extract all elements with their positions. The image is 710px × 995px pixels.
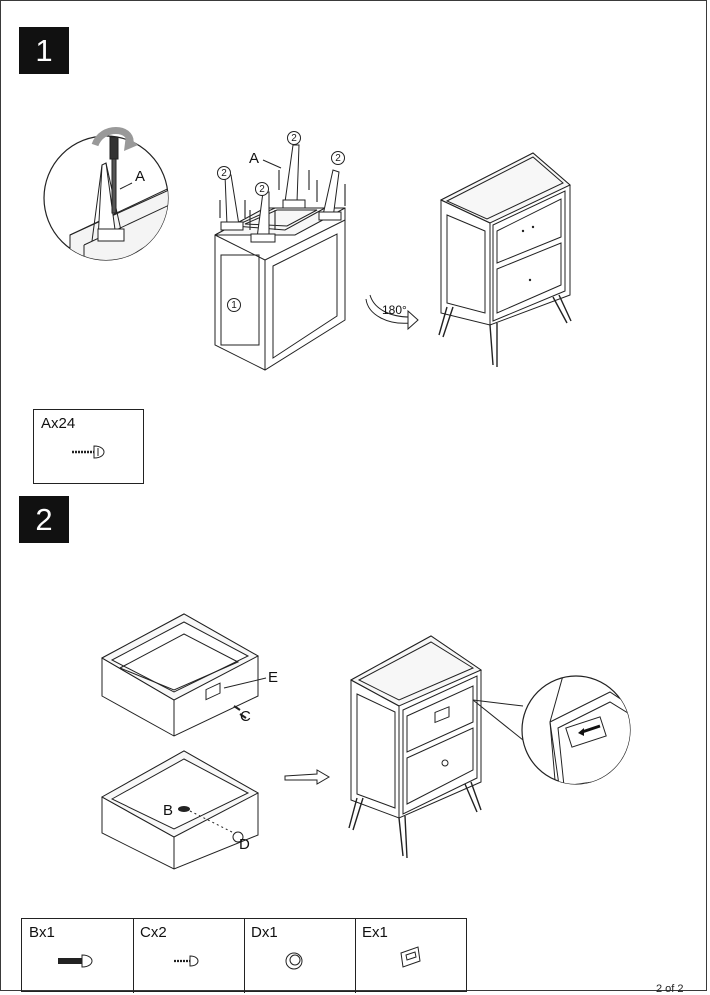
rotation-label: 180° bbox=[382, 303, 407, 317]
parts-label-a: Ax24 bbox=[41, 415, 76, 432]
body-marker-text: 1 bbox=[231, 299, 237, 311]
cabinet-upside-down-illustration bbox=[214, 144, 346, 371]
step-1-badge: 1 bbox=[19, 27, 69, 74]
callout-e: E bbox=[268, 669, 279, 686]
parts-label-b: Bx1 bbox=[29, 924, 55, 941]
parts-label-e: Ex1 bbox=[362, 924, 388, 941]
screw-icon bbox=[72, 445, 105, 459]
parts-table-step2: Bx1 Cx2 Dx1 Ex1 bbox=[21, 918, 467, 993]
drawer-top-illustration bbox=[100, 613, 267, 737]
small-screw-icon bbox=[174, 955, 199, 967]
step-1-number: 1 bbox=[35, 32, 53, 68]
callout-a-detail: A bbox=[135, 168, 146, 185]
parts-label-c: Cx2 bbox=[140, 924, 167, 941]
handle-detail-illustration bbox=[521, 675, 631, 785]
leg-marker-text: 2 bbox=[335, 152, 341, 164]
leg-marker-front: 2 bbox=[255, 182, 269, 196]
leg-marker-text: 2 bbox=[259, 183, 265, 195]
step-2-badge: 2 bbox=[19, 496, 69, 543]
drawer-bottom-illustration bbox=[100, 750, 260, 870]
cabinet-body-marker: 1 bbox=[227, 298, 241, 312]
callout-b: B bbox=[163, 802, 174, 819]
parts-box-a: Ax24 bbox=[33, 409, 144, 484]
parts-label-d: Dx1 bbox=[251, 924, 278, 941]
assembly-arrow-icon bbox=[284, 769, 330, 785]
leg-marker-text: 2 bbox=[221, 167, 227, 179]
knob-icon bbox=[285, 952, 303, 970]
cabinet-upright-illustration bbox=[438, 152, 572, 367]
cabinet-assembled-illustration bbox=[348, 635, 524, 859]
parts-divider bbox=[244, 919, 245, 993]
callout-a-main: A bbox=[249, 150, 260, 167]
parts-divider bbox=[133, 919, 134, 993]
bolt-icon bbox=[58, 954, 93, 968]
leg-marker-right: 2 bbox=[331, 151, 345, 165]
leg-marker-top: 2 bbox=[287, 131, 301, 145]
callout-d: D bbox=[239, 836, 250, 853]
leg-marker-left: 2 bbox=[217, 166, 231, 180]
handle-icon bbox=[400, 946, 421, 968]
page-number: 2 of 2 bbox=[656, 983, 684, 995]
callout-c: C bbox=[240, 708, 251, 725]
step-2-number: 2 bbox=[35, 501, 53, 537]
rotate-arrow-icon bbox=[365, 294, 419, 331]
parts-divider bbox=[355, 919, 356, 993]
leg-marker-text: 2 bbox=[291, 132, 297, 144]
leg-detail-illustration bbox=[43, 127, 169, 261]
